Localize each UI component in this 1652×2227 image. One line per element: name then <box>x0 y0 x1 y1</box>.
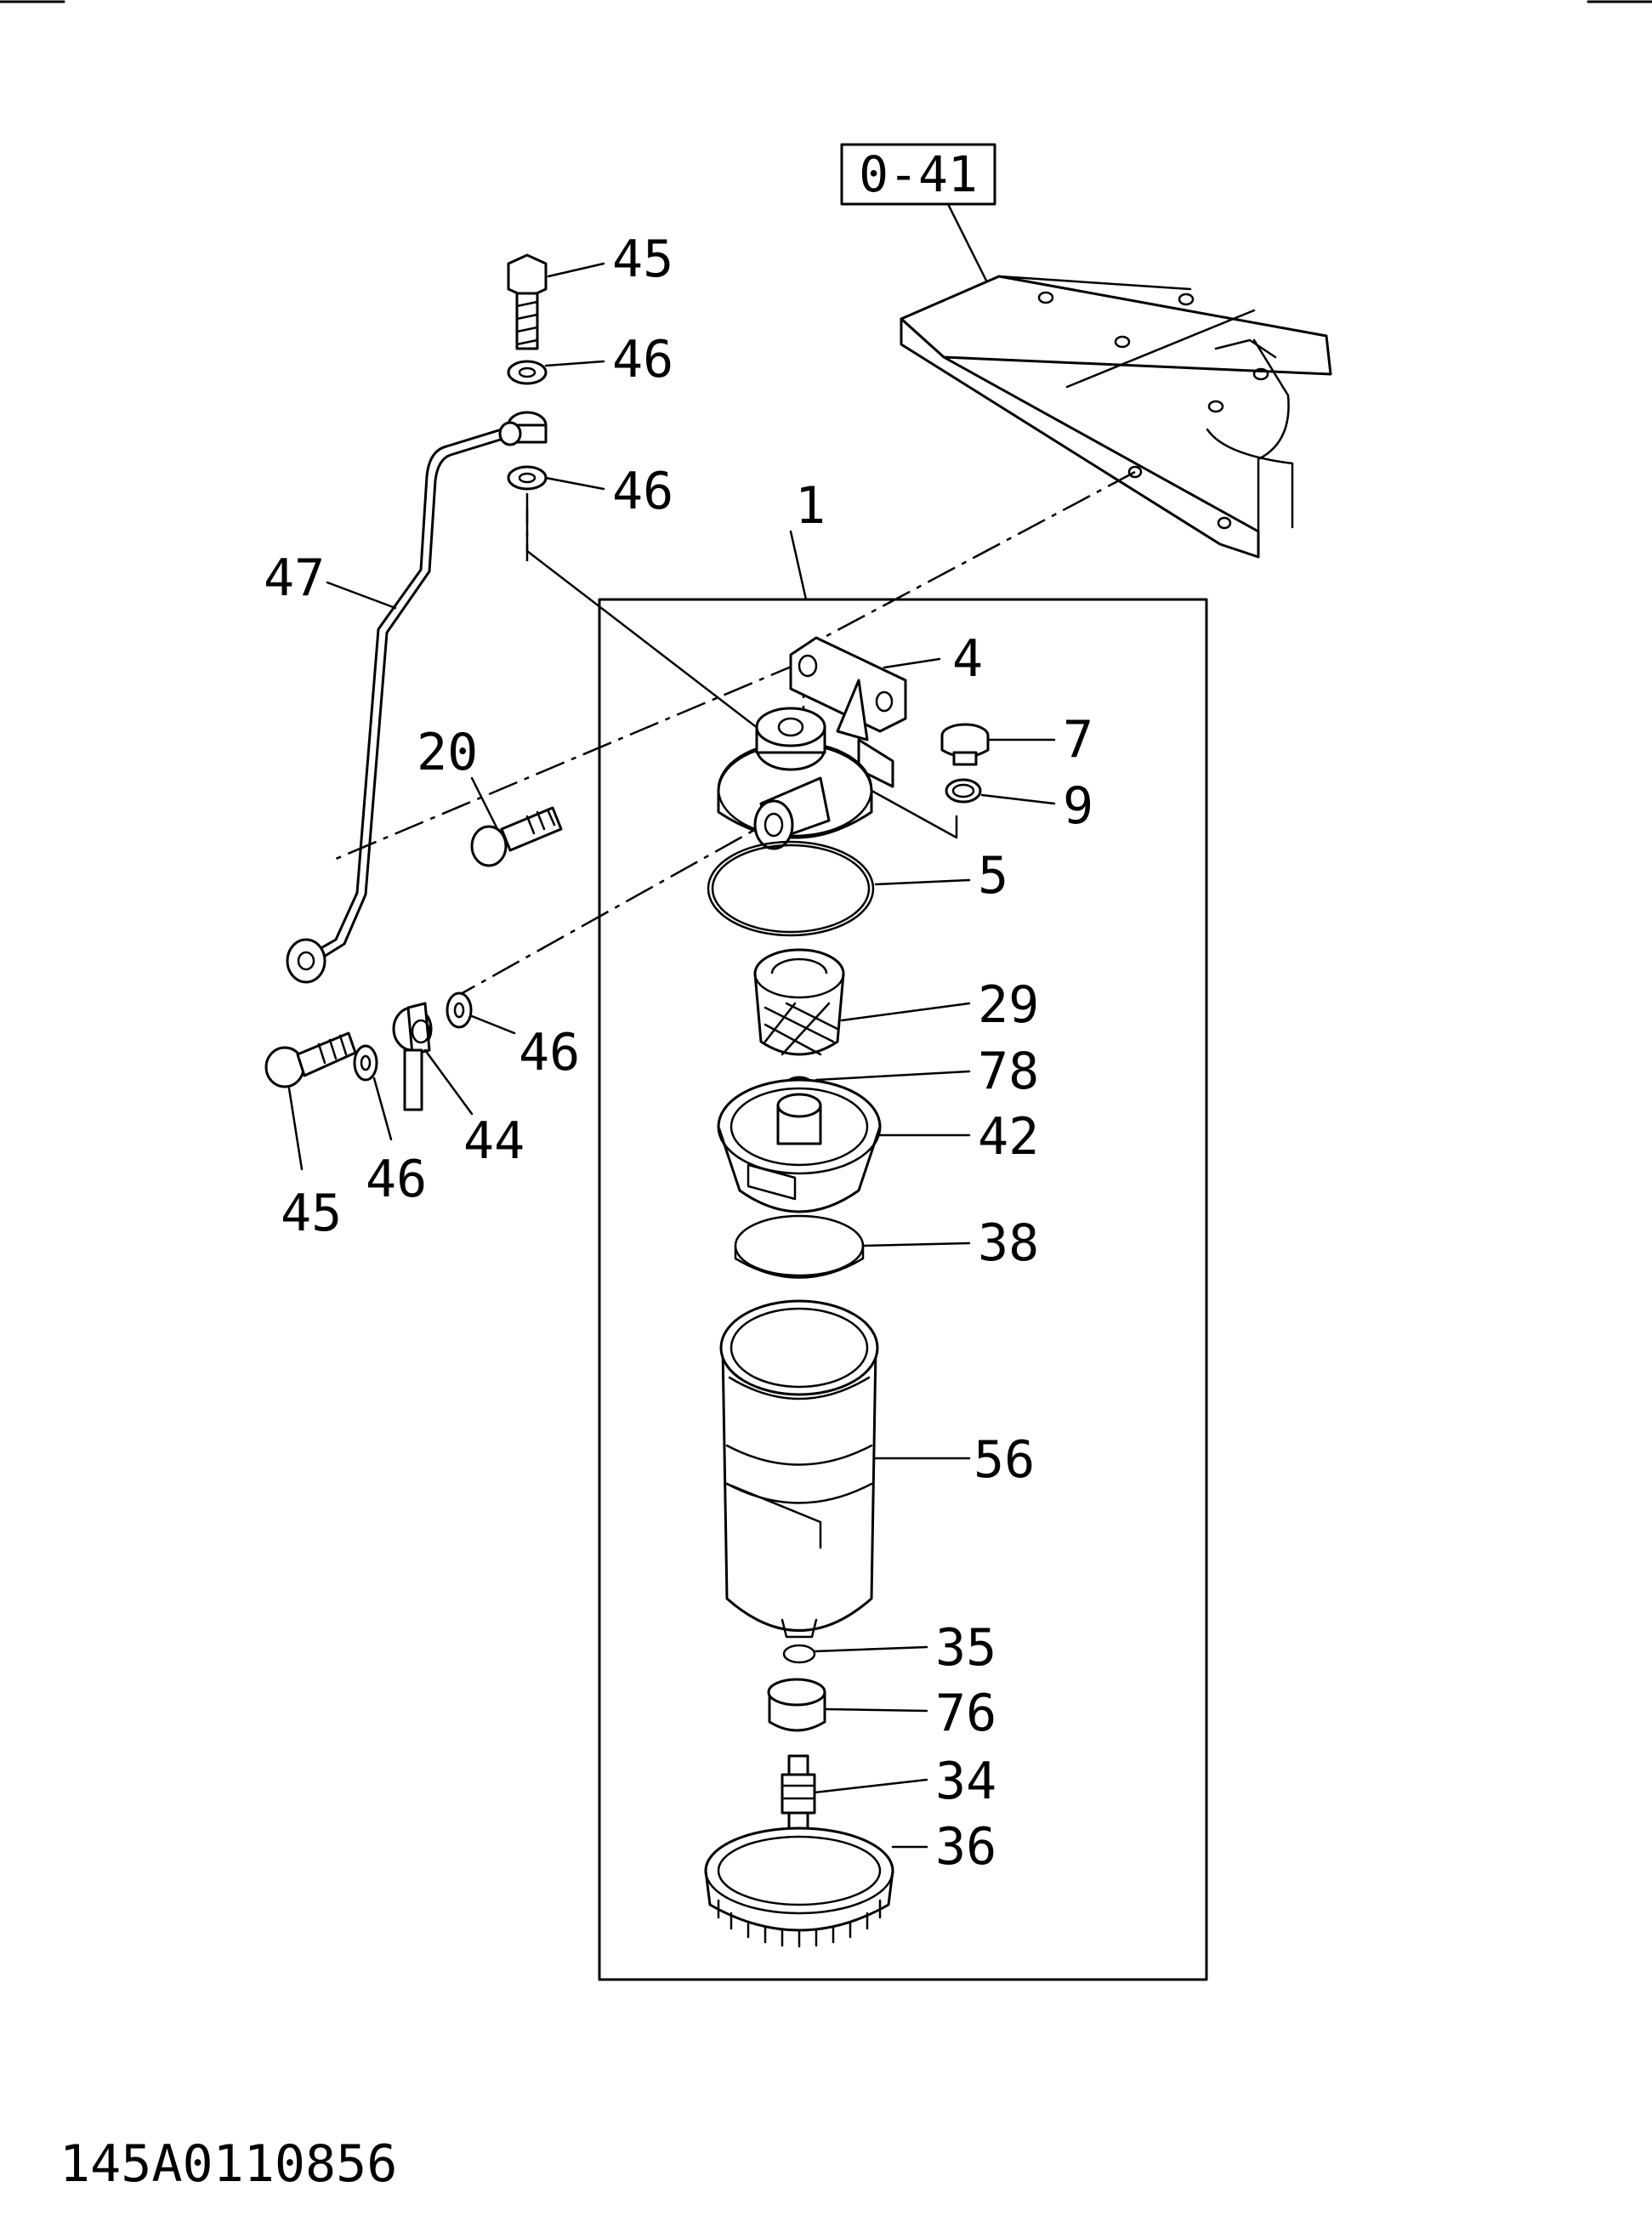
leader-4 <box>883 657 941 669</box>
alignment-line-eye-bolt <box>458 810 787 997</box>
part-46-lower-washer-right[interactable] <box>446 991 516 1035</box>
callout-78[interactable]: 78 <box>978 1042 1039 1101</box>
filter-head[interactable] <box>717 707 873 850</box>
part-4-head-bracket[interactable] <box>789 636 907 788</box>
callout-9[interactable]: 9 <box>1063 776 1093 836</box>
part-46-top-washer-upper[interactable] <box>507 360 605 385</box>
part-44-eye-fitting[interactable] <box>392 1002 474 1116</box>
callout-36[interactable]: 36 <box>935 1817 996 1877</box>
part-29-screen[interactable] <box>753 948 971 1056</box>
callout-46-top-upper[interactable]: 46 <box>612 330 673 389</box>
leader-1 <box>789 530 808 601</box>
callout-47[interactable]: 47 <box>264 548 325 608</box>
drawing-code: 145A0110856 <box>60 2134 397 2194</box>
callout-35[interactable]: 35 <box>935 1618 996 1678</box>
part-76-sleeve[interactable] <box>767 1678 928 1732</box>
callout-46-lower-right[interactable]: 46 <box>519 1023 580 1082</box>
callout-38[interactable]: 38 <box>978 1213 1039 1273</box>
reference-box-frame <box>840 143 996 206</box>
alignment-line-plug <box>832 768 958 839</box>
callout-4[interactable]: 4 <box>952 629 983 689</box>
part-9-washer[interactable] <box>945 778 1056 805</box>
reference-box[interactable]: 0-41 <box>840 143 996 299</box>
part-46-lower-washer-left[interactable] <box>353 1044 393 1141</box>
callout-7[interactable]: 7 <box>1063 710 1093 770</box>
callout-29[interactable]: 29 <box>978 975 1039 1035</box>
part-5-o-ring[interactable] <box>707 840 971 937</box>
callout-5[interactable]: 5 <box>978 846 1008 906</box>
mounting-bracket <box>900 275 1332 559</box>
callout-20[interactable]: 20 <box>417 723 478 782</box>
banjo-fitting-top[interactable] <box>498 411 548 446</box>
part-46-top-washer-lower[interactable] <box>507 465 605 491</box>
callout-45-lower[interactable]: 45 <box>281 1184 342 1243</box>
callout-42[interactable]: 42 <box>978 1107 1039 1167</box>
part-45-lower-bolt[interactable] <box>264 1031 357 1171</box>
part-45-top-bolt[interactable] <box>507 253 605 350</box>
reference-box-label: 0-41 <box>859 145 978 203</box>
alignment-line-bolt-20 <box>335 662 800 861</box>
assembly-frame <box>598 598 1208 1981</box>
alignment-line-upper-fitting <box>525 508 797 758</box>
callout-76[interactable]: 76 <box>935 1684 996 1743</box>
callout-44[interactable]: 44 <box>463 1111 525 1171</box>
part-20-bolt[interactable] <box>470 776 563 867</box>
callout-46-lower-left[interactable]: 46 <box>366 1150 427 1209</box>
callout-56[interactable]: 56 <box>974 1430 1035 1490</box>
part-42-cap[interactable] <box>717 1078 971 1213</box>
alignment-line-bracket <box>798 470 1136 652</box>
part-56-cartridge[interactable] <box>719 1299 971 1639</box>
part-38-gasket[interactable] <box>734 1214 971 1279</box>
callout-46-top-lower[interactable]: 46 <box>612 462 673 521</box>
part-47-fuel-pipe[interactable] <box>286 428 508 984</box>
callout-34[interactable]: 34 <box>935 1752 996 1811</box>
part-7-plug[interactable] <box>940 723 1056 766</box>
part-35-o-ring[interactable] <box>782 1644 928 1664</box>
callout-1[interactable]: 1 <box>795 476 826 536</box>
part-36-retaining-ring[interactable] <box>704 1826 928 1948</box>
callout-45-top[interactable]: 45 <box>612 230 673 289</box>
